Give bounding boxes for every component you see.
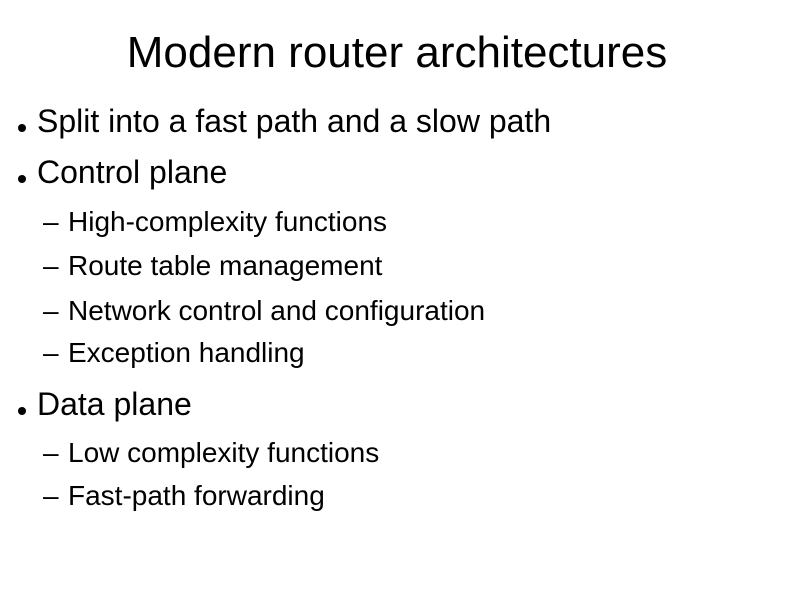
bullet-text: Split into a fast path and a slow path	[37, 103, 552, 139]
sub-bullet-item: – Exception handling	[43, 337, 305, 368]
sub-bullet-text: Network control and configuration	[68, 295, 486, 326]
bullet-item: Split into a fast path and a slow path	[18, 103, 552, 139]
bullet-dot-icon	[18, 175, 26, 183]
bullet-text: Data plane	[37, 386, 192, 422]
sub-bullet-text: Route table management	[68, 250, 383, 281]
bullet-dot-icon	[18, 407, 26, 415]
sub-bullet-text: Low complexity functions	[68, 437, 380, 468]
slide-title: Modern router architectures	[126, 28, 668, 77]
sub-bullet-item: – Low complexity functions	[43, 437, 380, 468]
bullet-text: Control plane	[37, 154, 228, 190]
dash-icon: –	[43, 337, 59, 368]
dash-icon: –	[43, 480, 59, 511]
dash-icon: –	[43, 437, 59, 468]
sub-bullet-item: – Network control and configuration	[43, 295, 486, 326]
sub-bullet-text: Fast-path forwarding	[68, 480, 325, 511]
sub-bullet-item: – Route table management	[43, 250, 383, 281]
sub-bullet-text: High-complexity functions	[68, 206, 388, 237]
bullet-dot-icon	[18, 124, 26, 132]
sub-bullet-item: – High-complexity functions	[43, 206, 388, 237]
dash-icon: –	[43, 250, 59, 281]
bullet-item: Control plane	[18, 154, 228, 190]
dash-icon: –	[43, 206, 59, 237]
bullet-item: Data plane	[18, 386, 192, 422]
dash-icon: –	[43, 295, 59, 326]
sub-bullet-item: – Fast-path forwarding	[43, 480, 325, 511]
sub-bullet-text: Exception handling	[68, 337, 305, 368]
